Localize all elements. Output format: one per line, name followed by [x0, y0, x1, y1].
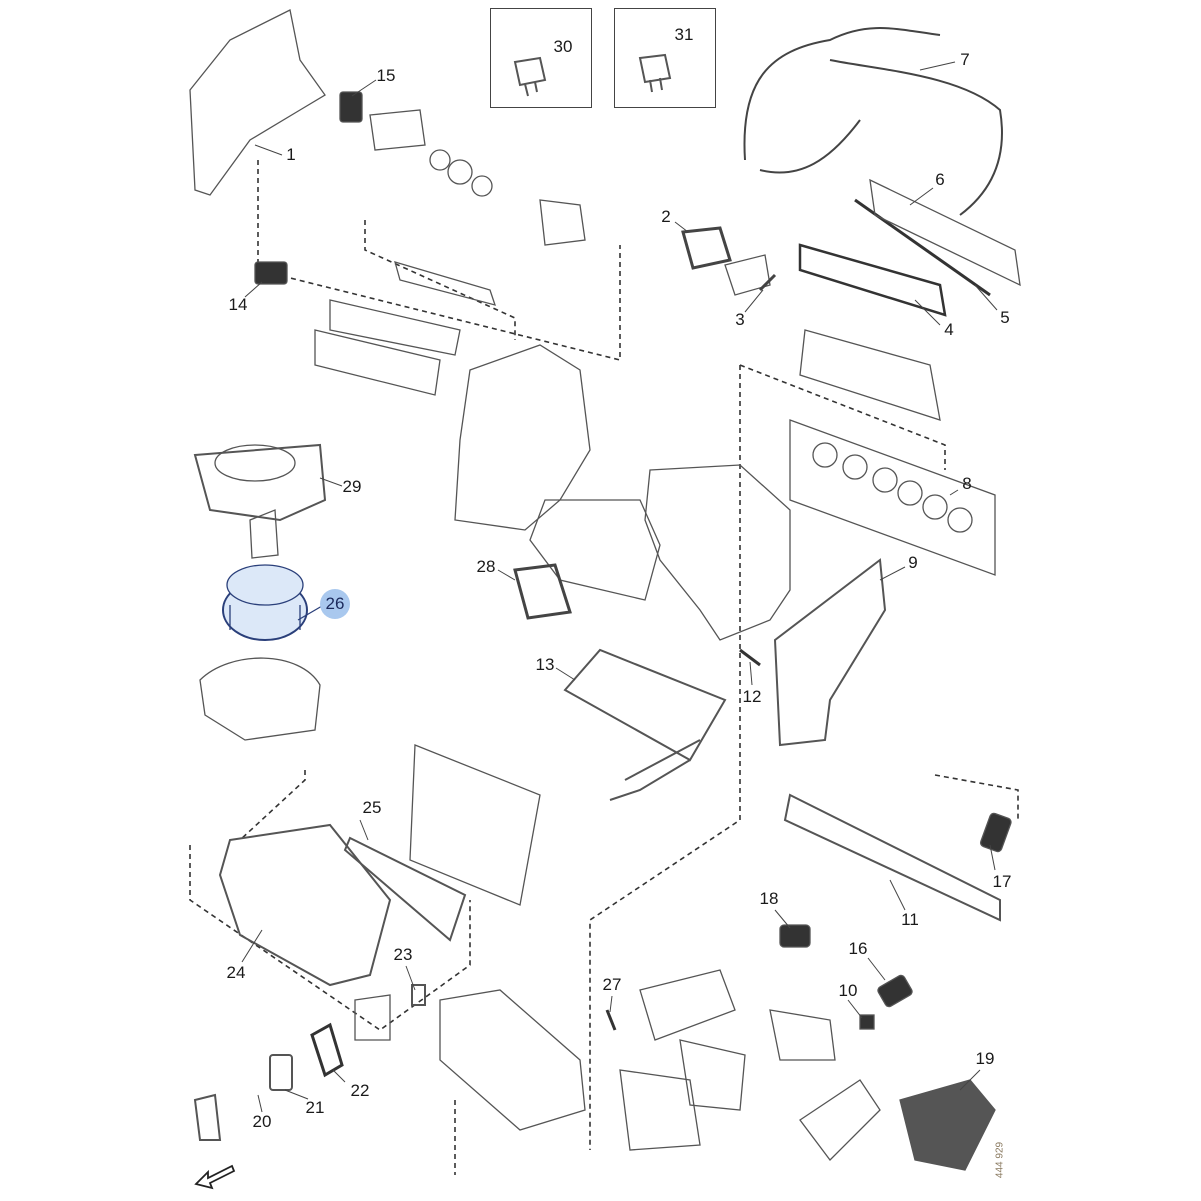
part-26-blower-motor — [222, 564, 308, 641]
document-id: 444 929 — [994, 1141, 1006, 1179]
part-label-23[interactable]: 23 — [393, 945, 413, 964]
part-6 — [869, 178, 1021, 287]
inset-fasteners — [513, 53, 672, 97]
part-4 — [798, 243, 947, 317]
part-label-22[interactable]: 22 — [350, 1081, 370, 1100]
part-label-13[interactable]: 13 — [535, 655, 555, 674]
part-label-24[interactable]: 24 — [226, 963, 246, 982]
part-label-31[interactable]: 31 — [674, 25, 694, 44]
part-23 — [411, 984, 426, 1006]
part-label-27[interactable]: 27 — [602, 975, 622, 994]
part-label-7[interactable]: 7 — [960, 50, 970, 69]
part-11-bracket — [783, 793, 1001, 922]
part-27-screw — [605, 1009, 617, 1031]
part-20 — [193, 1093, 222, 1141]
part-label-14[interactable]: 14 — [228, 295, 248, 314]
part-16 — [877, 974, 913, 1008]
part-label-15[interactable]: 15 — [376, 66, 396, 85]
part-label-28[interactable]: 28 — [476, 557, 496, 576]
part-label-18[interactable]: 18 — [759, 889, 779, 908]
part-28-seal — [513, 563, 572, 620]
part-31-box — [614, 8, 716, 108]
part-label-10[interactable]: 10 — [838, 981, 858, 1000]
part-29-housing — [193, 443, 327, 522]
part-label-5[interactable]: 5 — [1000, 308, 1010, 327]
part-17 — [979, 812, 1012, 853]
part-22 — [310, 1022, 344, 1078]
part-label-9[interactable]: 9 — [908, 553, 918, 572]
part-8-plate — [789, 419, 996, 576]
part-12-screw — [739, 648, 761, 667]
part-label-3[interactable]: 3 — [735, 310, 745, 329]
part-label-8[interactable]: 8 — [962, 474, 972, 493]
part-13-heater-core — [563, 648, 727, 762]
part-15 — [339, 91, 363, 123]
part-label-6[interactable]: 6 — [935, 170, 945, 189]
part-3 — [758, 273, 777, 292]
part-10 — [859, 1014, 875, 1030]
dashed-leaders — [189, 160, 1019, 1175]
part-label-20[interactable]: 20 — [252, 1112, 272, 1131]
part-label-19[interactable]: 19 — [975, 1049, 995, 1068]
part-7-harness — [743, 27, 1003, 216]
part-label-26-highlighted[interactable]: 26 — [320, 589, 350, 619]
part-2 — [681, 226, 732, 270]
part-label-29[interactable]: 29 — [342, 477, 362, 496]
part-21 — [269, 1054, 293, 1091]
direction-arrow-icon — [194, 1164, 236, 1190]
part-label-11[interactable]: 11 — [901, 910, 919, 929]
label-leaders — [241, 41, 998, 1113]
part-label-4[interactable]: 4 — [944, 320, 954, 339]
part-19-grille — [899, 1079, 996, 1171]
part-label-17[interactable]: 17 — [992, 872, 1012, 891]
part-25-filter — [343, 836, 467, 942]
part-18 — [779, 924, 811, 948]
part-label-30[interactable]: 30 — [553, 37, 573, 56]
part-label-21[interactable]: 21 — [305, 1098, 325, 1117]
part-8-holes — [812, 442, 973, 533]
part-9-bracket — [773, 558, 887, 747]
part-14 — [254, 261, 288, 285]
part-label-2[interactable]: 2 — [661, 207, 671, 226]
part-label-1[interactable]: 1 — [286, 145, 296, 164]
part-label-16[interactable]: 16 — [848, 939, 868, 958]
part-24-filter-housing — [218, 823, 392, 987]
part-label-12[interactable]: 12 — [742, 687, 762, 706]
part-label-25[interactable]: 25 — [362, 798, 382, 817]
part-1-bracket — [189, 9, 326, 196]
